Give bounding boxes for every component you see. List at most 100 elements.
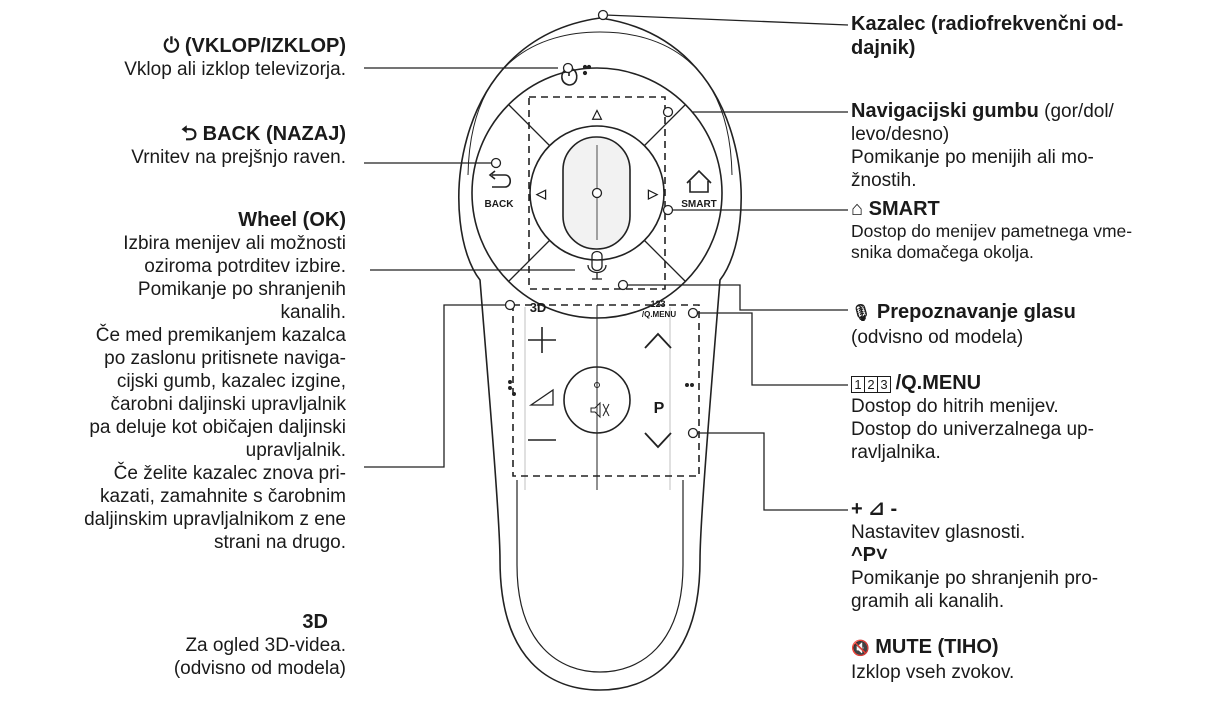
- qmenu-desc-1: Dostop do univerzalnega up-: [851, 419, 1094, 440]
- voice-icon-text: 🎙: [851, 305, 872, 322]
- program-down-button: [644, 432, 672, 449]
- volume-title: + ⊿ -: [851, 498, 898, 520]
- wheel-desc-1: oziroma potrditev izbire.: [144, 256, 346, 277]
- back-title: BACK (NAZAJ): [202, 123, 346, 145]
- callout-dot-back: [490, 157, 502, 169]
- qmenu-title: /Q.MENU: [895, 372, 982, 394]
- three-d-button-label[interactable]: 3D: [530, 300, 547, 315]
- qmenu-box-2: 2: [864, 376, 878, 393]
- mute-callout: 🔇 MUTE (TIHO) Izklop vseh zvokov.: [851, 635, 1014, 684]
- remote-grip-outline: [516, 480, 684, 673]
- qmenu-digits: 123: [650, 299, 665, 309]
- keypad-dashed-frame: [512, 304, 700, 477]
- mute-button: [563, 366, 631, 434]
- wheel-desc-11: kazati, zamahnite s čarobnim: [99, 486, 346, 507]
- program-button-label[interactable]: P: [654, 400, 665, 417]
- three-d-callout: 3D Za ogled 3D-videa. (odvisno od modela…: [174, 610, 346, 680]
- smart-desc-0: Dostop do menijev pametnega vme-: [851, 221, 1133, 241]
- mute-title: MUTE (TIHO): [875, 636, 999, 658]
- pointer-callout: Kazalec (radiofrekvenčni od- dajnik): [851, 12, 1123, 60]
- three-d-desc-0: Za ogled 3D-videa.: [185, 635, 346, 656]
- smart-callout: ⌂ SMART Dostop do menijev pametnega vme-…: [851, 197, 1132, 263]
- wheel-desc-3: kanalih.: [280, 302, 347, 323]
- callout-dot-wheel: [591, 187, 603, 199]
- qmenu-box-3: 3: [877, 376, 891, 393]
- volume-desc-0: Nastavitev glasnosti.: [851, 522, 1026, 543]
- program-up-button: [644, 332, 672, 349]
- mic-icon: [587, 250, 607, 280]
- wheel-callout: Wheel (OK) Izbira menijev ali možnosti o…: [84, 208, 346, 554]
- wheel-desc-5: po zaslonu pritisnete naviga-: [104, 348, 346, 369]
- nav-left-arrow[interactable]: ◁: [535, 186, 547, 201]
- mute-desc-0: Izklop vseh zvokov.: [851, 662, 1015, 683]
- program-callout: ^P˅ Pomikanje po shranjenih pro- gramih …: [851, 543, 1098, 613]
- volume-triangle-icon: [528, 388, 554, 406]
- program-desc-0: Pomikanje po shranjenih pro-: [851, 568, 1099, 589]
- nav-dashed-frame: [528, 96, 666, 290]
- wheel-desc-9: upravljalnik.: [245, 440, 346, 461]
- callout-dot-3d: [504, 299, 516, 311]
- smart-title: SMART: [868, 198, 940, 220]
- program-title: ^P˅: [851, 544, 888, 566]
- mute-icon-text: 🔇: [851, 640, 870, 657]
- wheel-desc-2: Pomikanje po shranjenih: [137, 279, 346, 300]
- callout-dot-keypad: [687, 427, 699, 439]
- volume-callout: + ⊿ - Nastavitev glasnosti.: [851, 497, 1025, 544]
- wheel-desc-12: daljinskim upravljalnikom z ene: [84, 509, 346, 530]
- back-desc-0: Vrnitev na prejšnjo raven.: [131, 147, 346, 168]
- remote-inner-outline: [467, 31, 733, 176]
- voice-desc-0: (odvisno od modela): [851, 327, 1024, 348]
- qmenu-desc-0: Dostop do hitrih menijev.: [851, 396, 1059, 417]
- voice-callout: 🎙 Prepoznavanje glasu (odvisno od modela…: [851, 300, 1076, 349]
- mute-icon: [590, 401, 610, 419]
- pointer-title-0: Kazalec (radiofrekvenčni od-: [851, 13, 1124, 35]
- smart-button-label[interactable]: SMART: [681, 199, 717, 210]
- power-callout: ⏻ (VKLOP/IZKLOP) Vklop ali izklop televi…: [124, 34, 346, 81]
- back-icon: [488, 170, 512, 188]
- navigation-desc-2: žnostih.: [851, 170, 917, 191]
- callout-dot-nav: [662, 106, 674, 118]
- wheel-desc-7: čarobni daljinski upravljalnik: [110, 394, 346, 415]
- nav-right-arrow[interactable]: ▷: [647, 186, 659, 201]
- volume-up-button: [528, 327, 556, 353]
- wheel-desc-0: Izbira menijev ali možnosti: [123, 233, 346, 254]
- home-icon: [686, 169, 712, 193]
- wheel-desc-13: strani na drugo.: [213, 532, 346, 553]
- callout-dot-qmenu: [687, 307, 699, 319]
- program-desc-1: gramih ali kanalih.: [851, 591, 1005, 612]
- three-d-desc-1: (odvisno od modela): [173, 658, 346, 679]
- voice-title: Prepoznavanje glasu: [876, 301, 1076, 323]
- callout-dot-smart: [662, 204, 674, 216]
- navigation-desc-1: Pomikanje po menijih ali mo-: [851, 147, 1094, 168]
- wheel-desc-6: cijski gumb, kazalec izgine,: [116, 371, 346, 392]
- navigation-title-suffix: (gor/dol/: [1038, 101, 1114, 122]
- navigation-desc-0: levo/desno): [851, 124, 950, 145]
- navigation-title: Navigacijski gumbu: [851, 100, 1039, 122]
- wheel-desc-10: Če želite kazalec znova pri-: [113, 463, 346, 484]
- wheel-desc-4: Če med premikanjem kazalca: [95, 325, 346, 346]
- callout-dot-pointer: [597, 9, 609, 21]
- qmenu-desc-2: ravljalnika.: [851, 442, 941, 463]
- callout-dot-power: [562, 62, 574, 74]
- smart-icon-text: ⌂: [851, 198, 864, 220]
- qmenu-box-1: 1: [851, 376, 865, 393]
- power-desc-0: Vklop ali izklop televizorja.: [124, 59, 346, 80]
- back-button-label[interactable]: BACK: [485, 199, 515, 210]
- callout-dot-voice: [617, 279, 629, 291]
- qmenu-button-label[interactable]: /Q.MENU: [642, 310, 676, 319]
- back-icon-text: ⮌: [181, 123, 198, 145]
- remote-body-outline: [458, 17, 742, 691]
- wheel-desc-8: pa deluje kot običajen daljinski: [89, 417, 346, 438]
- three-d-title: 3D: [302, 611, 328, 633]
- power-icon-text: ⏻: [163, 35, 180, 57]
- smart-desc-1: snika domačega okolja.: [851, 242, 1034, 262]
- back-callout: ⮌ BACK (NAZAJ) Vrnitev na prejšnjo raven…: [131, 122, 346, 169]
- navigation-callout: Navigacijski gumbu (gor/dol/ levo/desno)…: [851, 99, 1114, 192]
- nav-ring-inner: [529, 125, 665, 261]
- wheel-title: Wheel (OK): [238, 209, 346, 231]
- pointer-title-1: dajnik): [851, 37, 916, 59]
- nav-up-arrow[interactable]: △: [591, 106, 603, 121]
